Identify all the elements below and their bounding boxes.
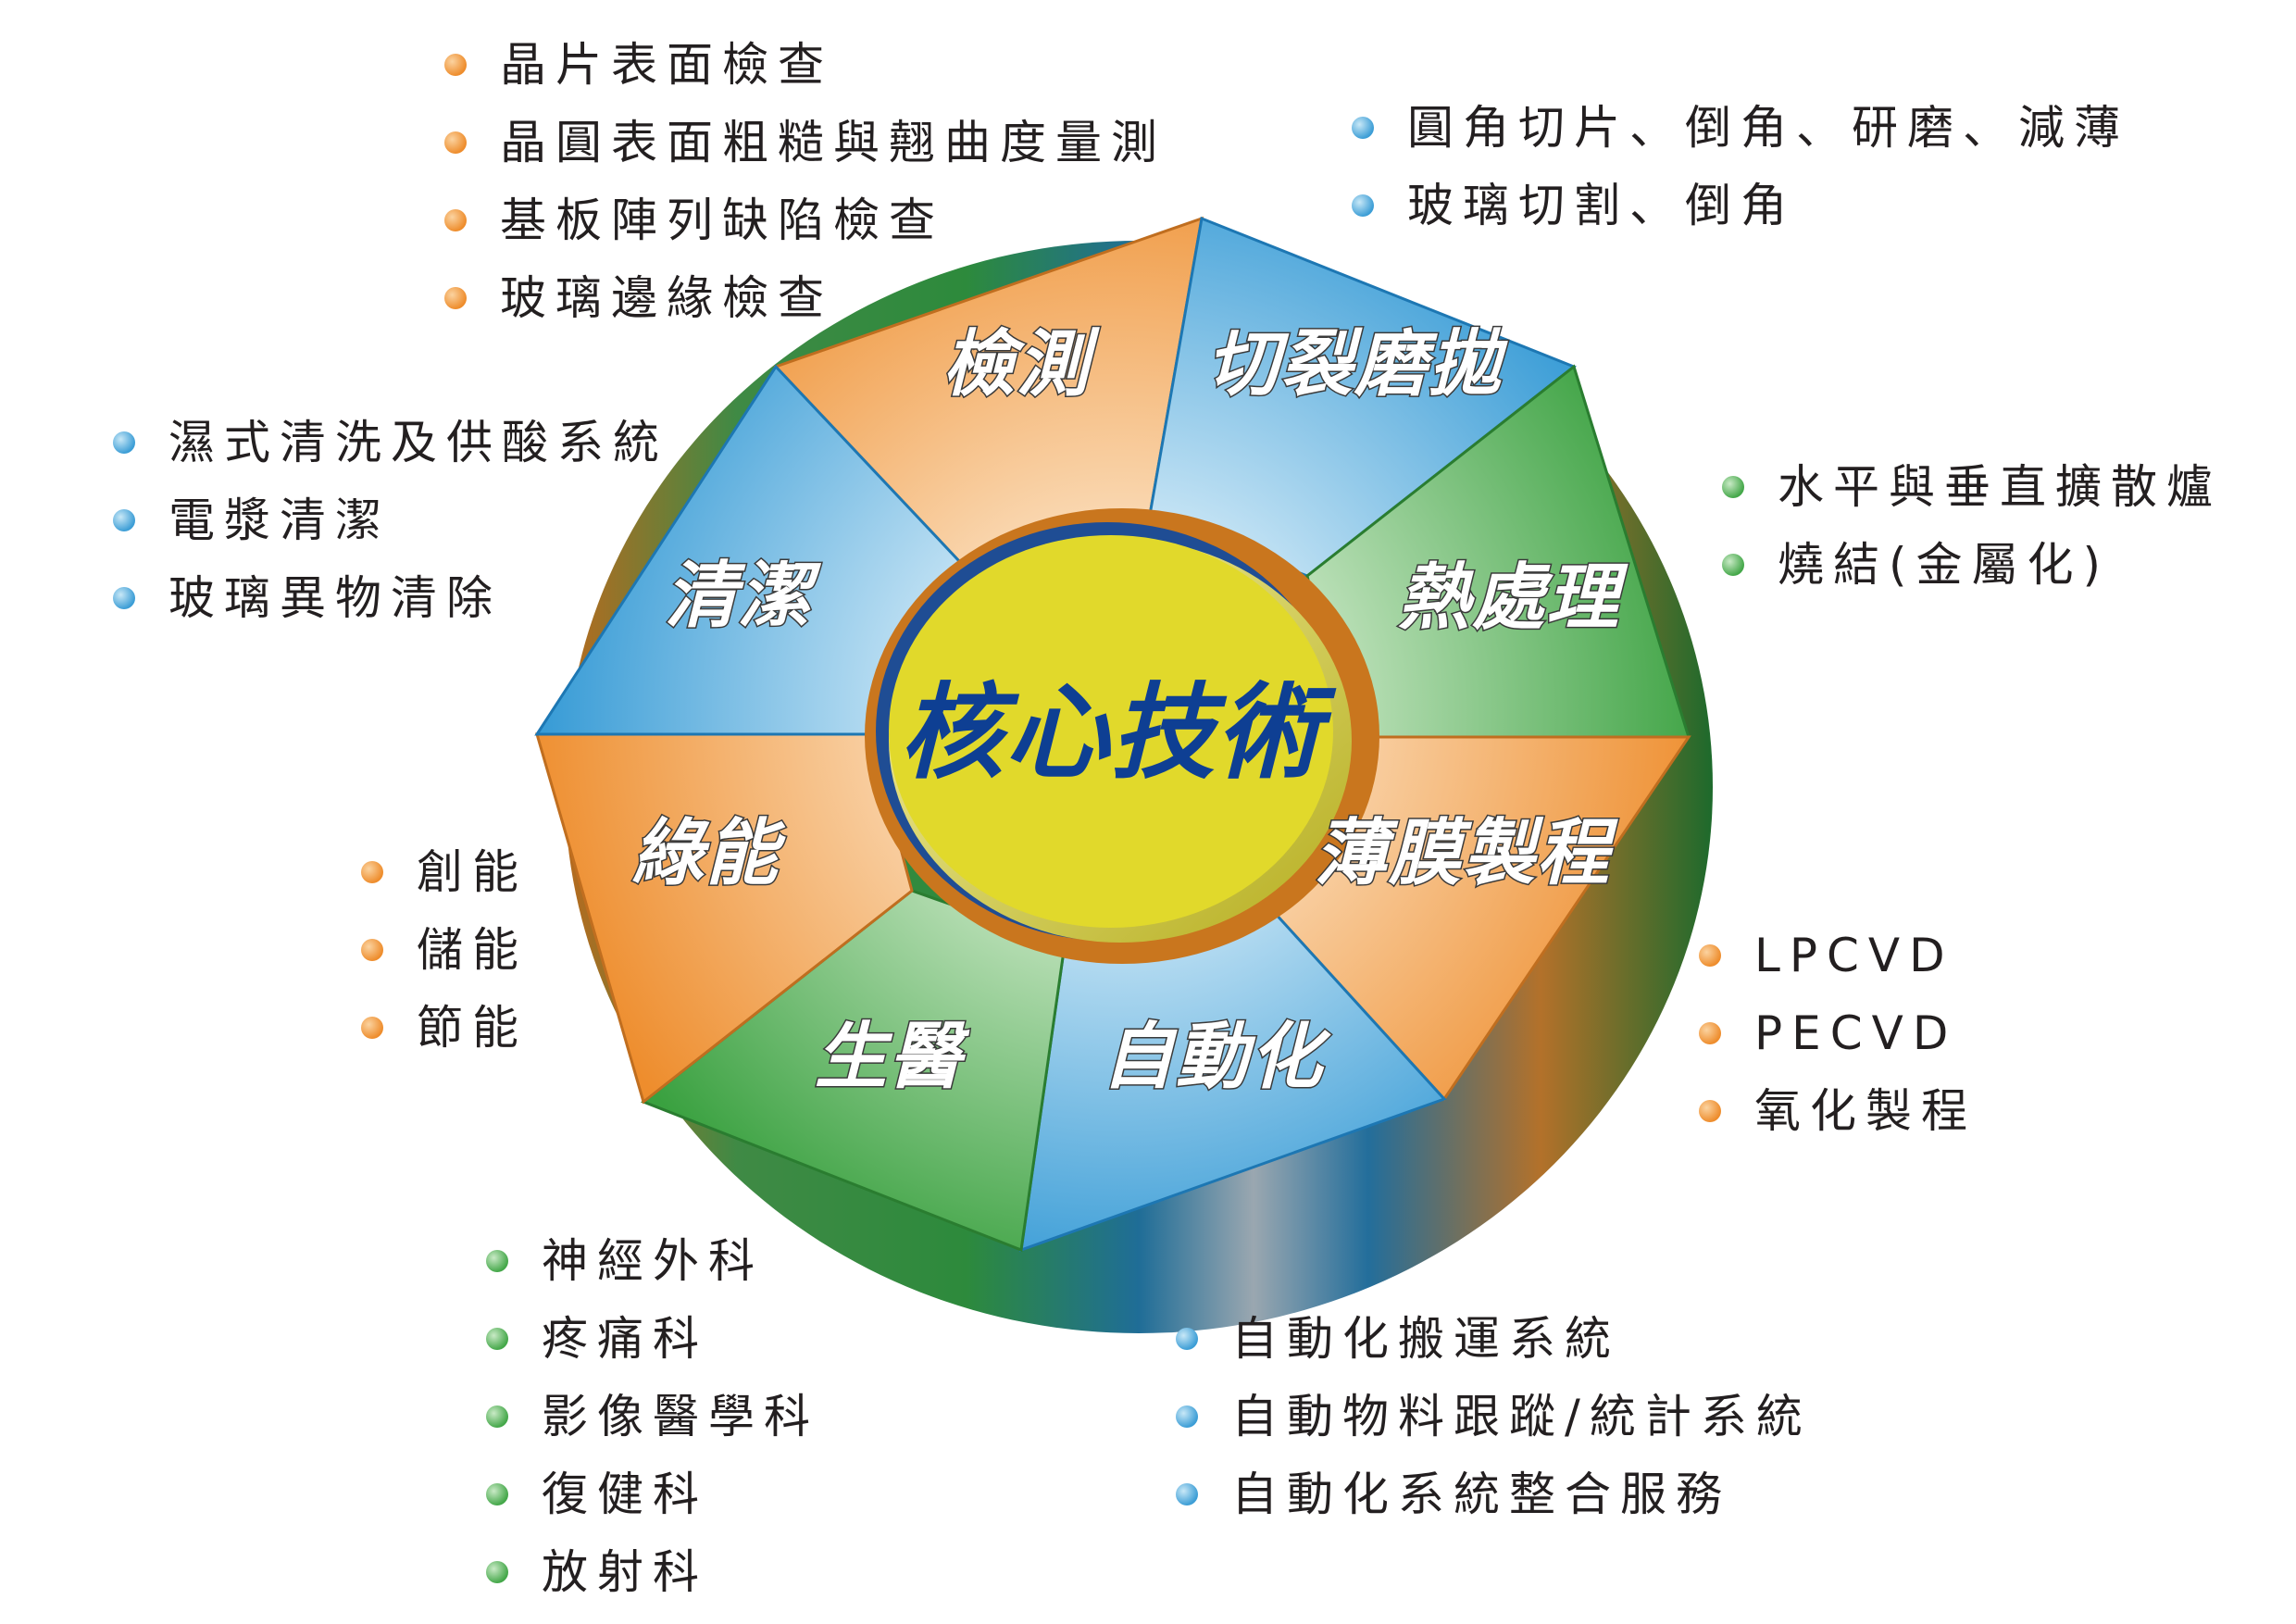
bullet-icon (1176, 1328, 1198, 1350)
bullet-icon (1722, 476, 1744, 498)
segment-label-green-energy: 綠能 (631, 812, 786, 895)
list-item: 自動化系統整合服務 (1176, 1455, 1812, 1533)
bullet-icon (1722, 554, 1744, 576)
segment-label-biomedical: 生醫 (815, 1016, 970, 1099)
hub-title: 核心技術 (900, 673, 1337, 793)
bullet-icon (113, 509, 135, 531)
segment-label-cutting-polishing: 切裂磨拋 (1206, 323, 1508, 406)
list-item: 晶片表面檢查 (444, 26, 1167, 104)
bullet-icon (361, 1017, 383, 1039)
heat-treatment-list: 水平與垂直擴散爐 燒結(金屬化) (1722, 448, 2222, 604)
bullet-icon (486, 1483, 508, 1505)
bullet-icon (444, 209, 467, 231)
list-item: 氧化製程 (1699, 1072, 1977, 1150)
list-item: 圓角切片、倒角、研磨、減薄 (1352, 89, 2129, 167)
segment-label-thin-film: 薄膜製程 (1315, 812, 1618, 895)
green-energy-list: 創能 儲能 節能 (361, 833, 528, 1067)
list-item: 水平與垂直擴散爐 (1722, 448, 2222, 526)
list-item: 自動化搬運系統 (1176, 1300, 1812, 1378)
bullet-icon (1699, 1022, 1721, 1044)
list-item: 濕式清洗及供酸系統 (113, 404, 668, 481)
bullet-icon (1176, 1483, 1198, 1505)
bullet-icon (444, 287, 467, 309)
bullet-icon (486, 1250, 508, 1272)
bullet-icon (1352, 117, 1374, 139)
list-item: PECVD (1699, 994, 1977, 1072)
thin-film-list: LPCVD PECVD 氧化製程 (1699, 917, 1977, 1150)
segment-label-cleaning: 清潔 (665, 555, 822, 638)
bullet-icon (1699, 944, 1721, 967)
bullet-icon (486, 1405, 508, 1428)
list-item: 創能 (361, 833, 528, 911)
inspection-list: 晶片表面檢查 晶圓表面粗糙與翹曲度量測 基板陣列缺陷檢查 玻璃邊緣檢查 (444, 26, 1167, 337)
cleaning-list: 濕式清洗及供酸系統 電漿清潔 玻璃異物清除 (113, 404, 668, 637)
automation-list: 自動化搬運系統 自動物料跟蹤/統計系統 自動化系統整合服務 (1176, 1300, 1812, 1533)
biomedical-list: 神經外科 疼痛科 影像醫學科 復健科 放射科 (486, 1222, 819, 1611)
list-item: 玻璃異物清除 (113, 559, 668, 637)
bullet-icon (1352, 194, 1374, 217)
cutting-polishing-list: 圓角切片、倒角、研磨、減薄 玻璃切割、倒角 (1352, 89, 2129, 244)
list-item: 燒結(金屬化) (1722, 526, 2222, 604)
segment-label-inspection: 檢測 (942, 323, 1100, 406)
list-item: 晶圓表面粗糙與翹曲度量測 (444, 104, 1167, 181)
list-item: 節能 (361, 989, 528, 1067)
list-item: 自動物料跟蹤/統計系統 (1176, 1378, 1812, 1455)
bullet-icon (113, 587, 135, 609)
list-item: 復健科 (486, 1455, 819, 1533)
bullet-icon (486, 1561, 508, 1583)
list-item: LPCVD (1699, 917, 1977, 994)
list-item: 玻璃切割、倒角 (1352, 167, 2129, 244)
bullet-icon (444, 131, 467, 154)
bullet-icon (444, 54, 467, 76)
bullet-icon (361, 861, 383, 883)
list-item: 影像醫學科 (486, 1378, 819, 1455)
segment-label-automation: 自動化 (1102, 1016, 1331, 1099)
list-item: 儲能 (361, 911, 528, 989)
list-item: 疼痛科 (486, 1300, 819, 1378)
list-item: 玻璃邊緣檢查 (444, 259, 1167, 337)
bullet-icon (1699, 1100, 1721, 1122)
list-item: 放射科 (486, 1533, 819, 1611)
hub (889, 535, 1333, 928)
bullet-icon (1176, 1405, 1198, 1428)
list-item: 電漿清潔 (113, 481, 668, 559)
segment-label-heat-treatment: 熱處理 (1398, 556, 1628, 640)
bullet-icon (113, 431, 135, 454)
bullet-icon (486, 1328, 508, 1350)
bullet-icon (361, 939, 383, 961)
list-item: 基板陣列缺陷檢查 (444, 181, 1167, 259)
list-item: 神經外科 (486, 1222, 819, 1300)
